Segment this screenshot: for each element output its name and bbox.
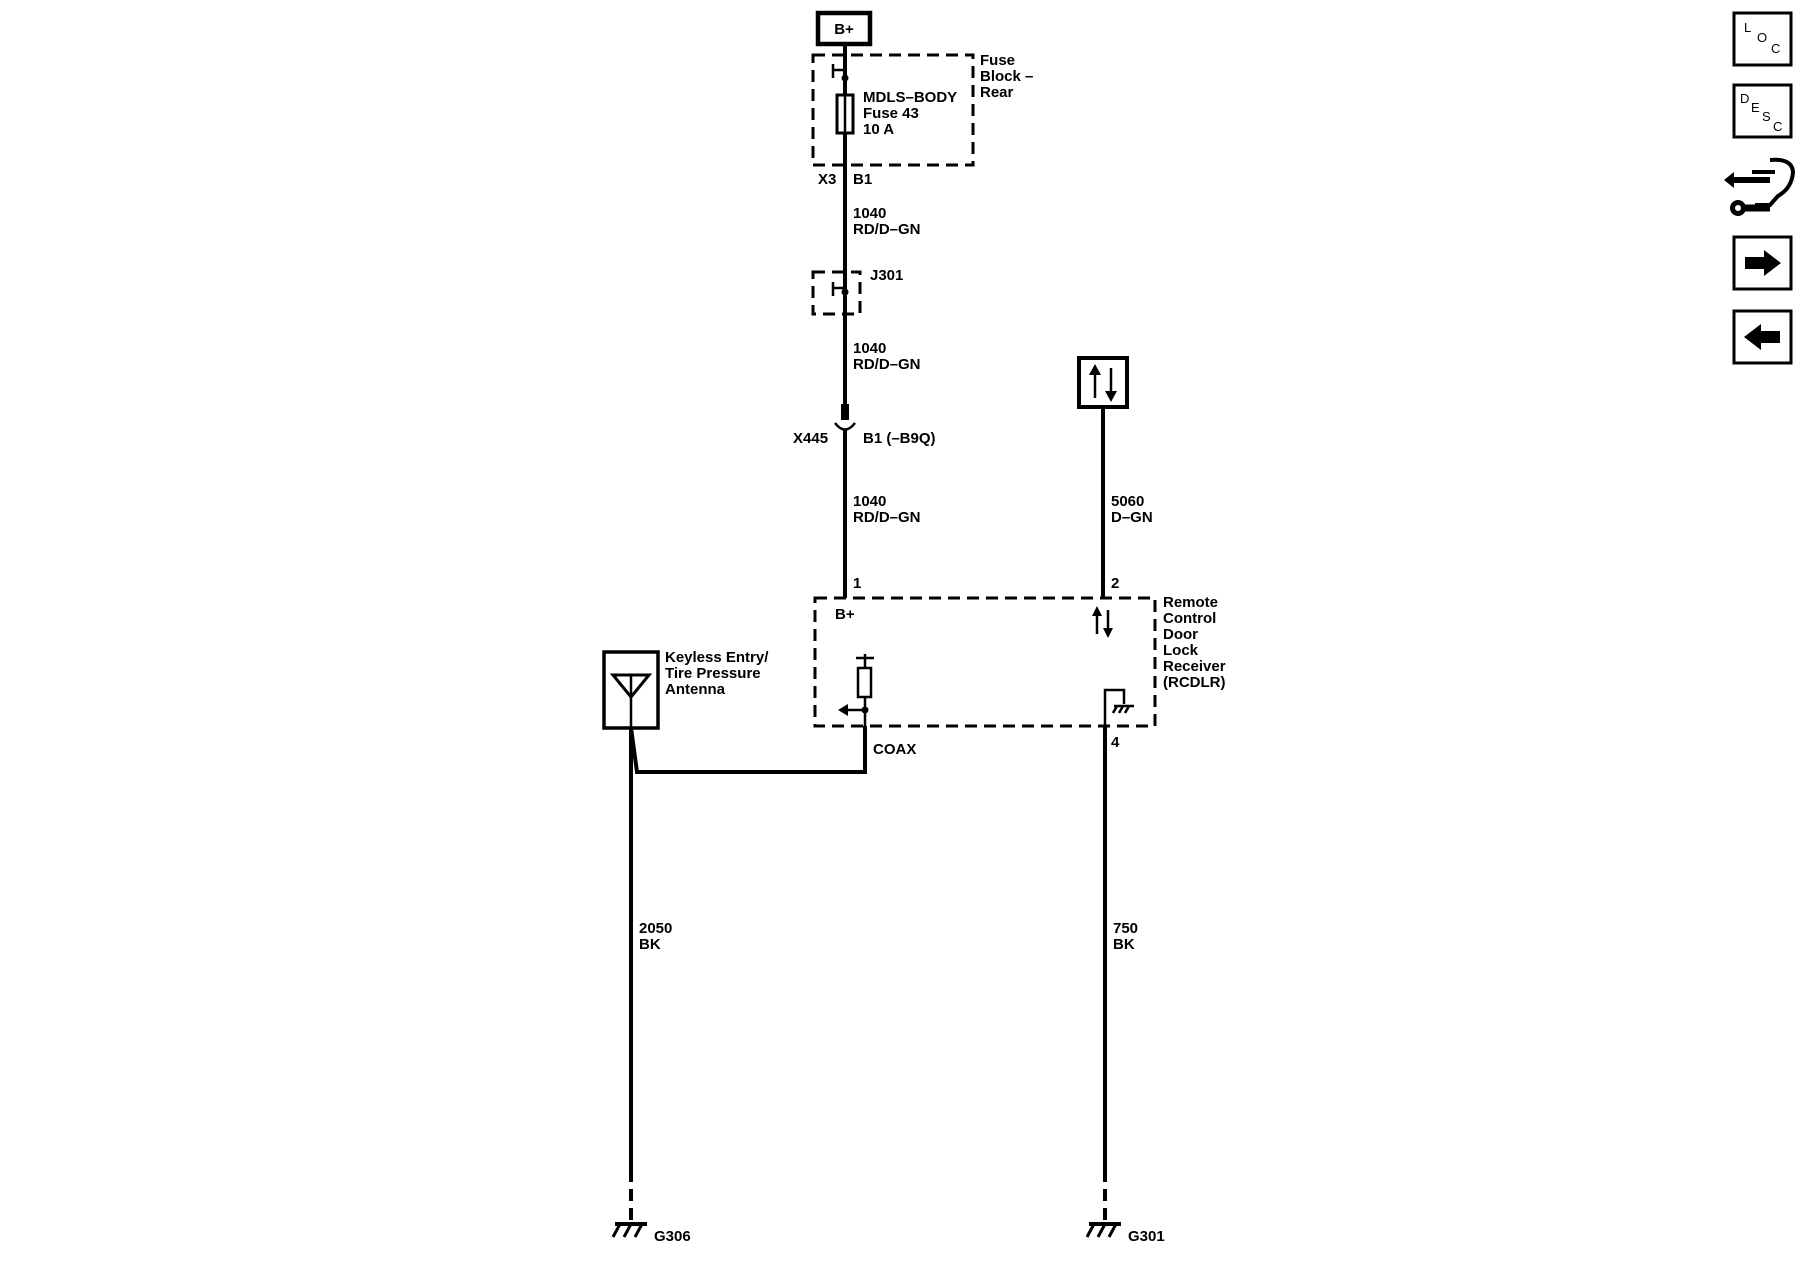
desc-button[interactable]: D E S C	[1732, 83, 1793, 139]
fuse-label-line: 10 A	[863, 121, 894, 138]
desc-letter: E	[1751, 100, 1760, 115]
splice-label: J301	[870, 267, 903, 284]
antenna-name-line: Keyless Entry/	[665, 649, 769, 666]
wire-color: RD/D–GN	[853, 356, 921, 373]
rcdlr-antenna-input	[838, 654, 874, 726]
desc-icon: D E S C	[1740, 91, 1782, 134]
wire-color: RD/D–GN	[853, 509, 921, 526]
rcdlr-serial-data-icon	[1092, 606, 1113, 638]
loc-button[interactable]: L O C	[1732, 11, 1793, 67]
desc-letter: S	[1762, 109, 1771, 124]
keyless-entry-antenna: Keyless Entry/ Tire Pressure Antenna	[602, 649, 769, 730]
rcdlr-name: Remote Control Door Lock Receiver (RCDLR…	[1163, 594, 1226, 691]
rcdlr-bplus-label: B+	[835, 606, 855, 623]
power-label: B+	[834, 21, 854, 38]
wire-number: 1040	[853, 340, 886, 357]
splice-j301: J301	[811, 267, 903, 316]
wire-color: BK	[639, 936, 661, 953]
coax-label: COAX	[873, 741, 916, 758]
wire-number: 750	[1113, 920, 1138, 937]
fuse-block-name-line: Block –	[980, 68, 1033, 85]
desc-letter: D	[1740, 91, 1749, 106]
wire-number: 5060	[1111, 493, 1144, 510]
fuse-label: MDLS–BODY Fuse 43 10 A	[863, 89, 957, 138]
wire-number: 2050	[639, 920, 672, 937]
coax-cable	[629, 726, 867, 774]
antenna-name-line: Tire Pressure	[665, 665, 761, 682]
desc-letter: C	[1773, 119, 1782, 134]
fuse-block-name-line: Fuse	[980, 52, 1015, 69]
rcdlr-pin-2: 2	[1111, 575, 1119, 592]
rcdlr-pin-4: 4	[1111, 734, 1120, 751]
fuse-label-line: MDLS–BODY	[863, 89, 957, 106]
ground-label: G306	[654, 1228, 691, 1245]
fuse-block-rear: MDLS–BODY Fuse 43 10 A Fuse Block – Rear…	[811, 44, 1033, 188]
loc-letter: O	[1757, 30, 1767, 45]
fuse-block-name: Fuse Block – Rear	[980, 52, 1033, 101]
loc-letter: L	[1744, 20, 1751, 35]
fuse-block-name-line: Rear	[980, 84, 1014, 101]
ground-g306-icon	[611, 1222, 647, 1238]
battery-power-source: B+	[815, 10, 873, 47]
inline-connector-label: X445	[793, 430, 828, 447]
rcdlr-name-line: Receiver	[1163, 658, 1226, 675]
rcdlr-module: 1 2 4 B+ Remo	[813, 575, 1226, 751]
rcdlr-name-line: Lock	[1163, 642, 1199, 659]
rcdlr-name-line: Remote	[1163, 594, 1218, 611]
fuse-block-pin-label: B1	[853, 171, 872, 188]
arrow-left-icon	[1744, 324, 1780, 350]
rcdlr-internal-ground-icon	[1103, 688, 1134, 726]
previous-page-button[interactable]	[1732, 309, 1793, 365]
loc-icon: L O C	[1744, 20, 1780, 56]
rcdlr-name-line: (RCDLR)	[1163, 674, 1225, 691]
rcdlr-name-line: Door	[1163, 626, 1198, 643]
rcdlr-name-line: Control	[1163, 610, 1216, 627]
wire-color: D–GN	[1111, 509, 1153, 526]
wire-color: BK	[1113, 936, 1135, 953]
ground-label: G301	[1128, 1228, 1165, 1245]
next-page-button[interactable]	[1732, 235, 1793, 291]
wire-color: RD/D–GN	[853, 221, 921, 238]
ground-g301-icon	[1085, 1222, 1121, 1238]
antenna-name-line: Antenna	[665, 681, 726, 698]
antenna-name: Keyless Entry/ Tire Pressure Antenna	[665, 649, 769, 698]
wire-number: 1040	[853, 205, 886, 222]
wire-number: 1040	[853, 493, 886, 510]
rcdlr-pin-1: 1	[853, 575, 861, 592]
arrow-right-icon	[1745, 250, 1781, 276]
serial-data-symbol	[1077, 356, 1129, 409]
inline-connector-pin: B1 (–B9Q)	[863, 430, 936, 447]
inline-connector-x445: X445 B1 (–B9Q)	[793, 404, 936, 447]
loc-letter: C	[1771, 41, 1780, 56]
connector-info-button[interactable]	[1724, 157, 1796, 216]
fuse-block-connector-label: X3	[818, 171, 836, 188]
connector-wrench-icon	[1724, 157, 1796, 216]
fuse-label-line: Fuse 43	[863, 105, 919, 122]
